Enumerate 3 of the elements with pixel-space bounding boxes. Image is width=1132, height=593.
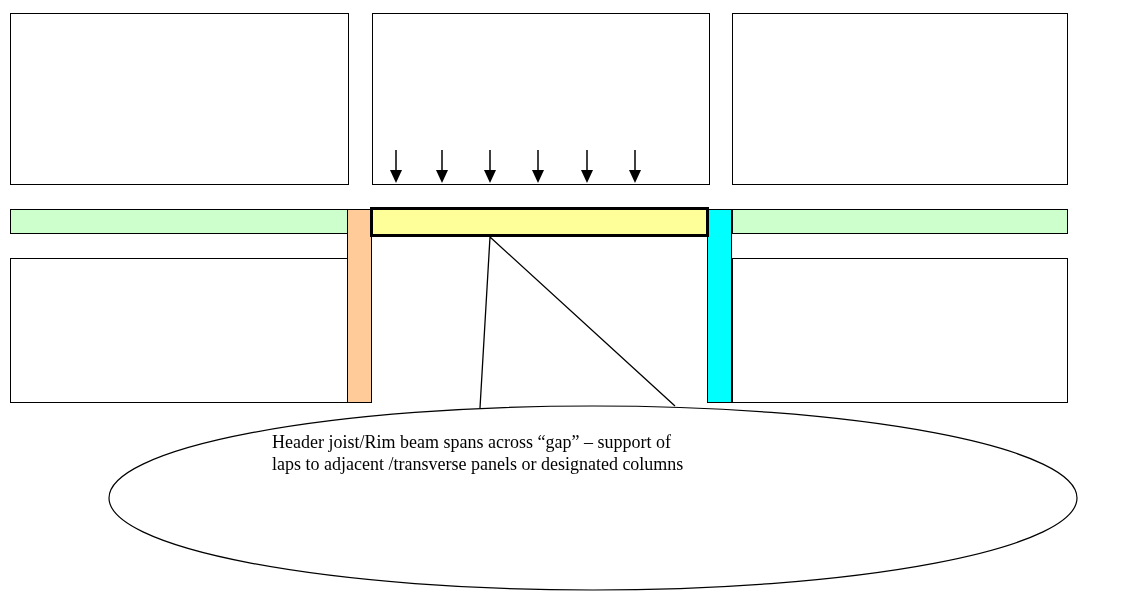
callout-text: Header joist/Rim beam spans across “gap” – support of laps to adjacent /transverse panels or designated columns [272, 431, 685, 475]
leader-line [479, 236, 676, 409]
header-beam [370, 207, 709, 237]
